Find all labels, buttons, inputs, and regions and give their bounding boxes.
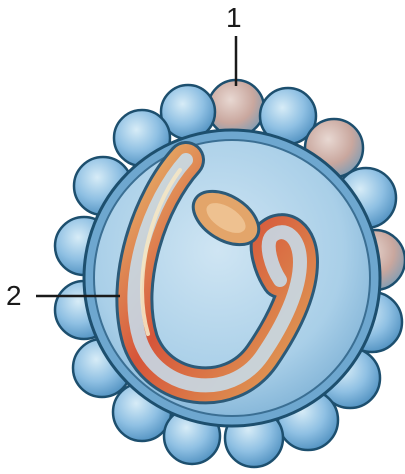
shell-lobe [208, 80, 264, 136]
callout-label-2: 2 [6, 282, 22, 310]
callout-label-1: 1 [226, 4, 242, 32]
